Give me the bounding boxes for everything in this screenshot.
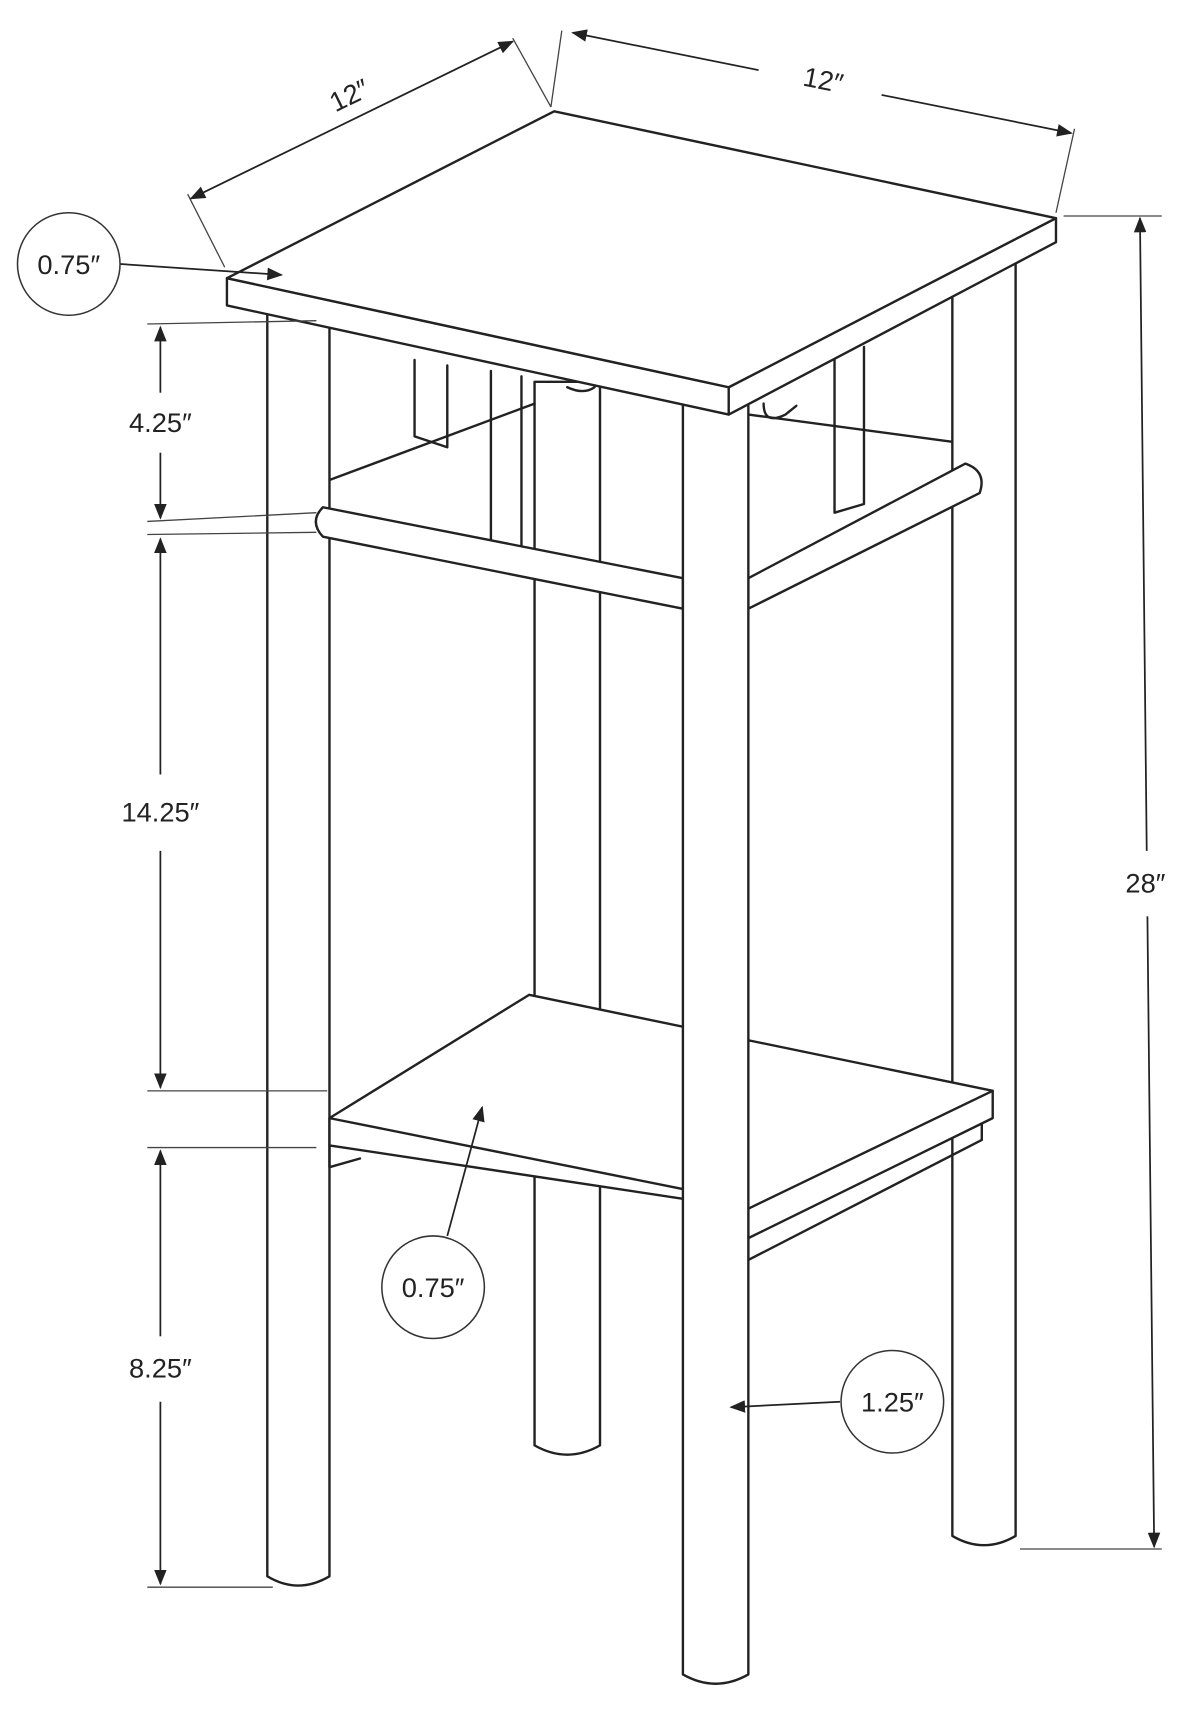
- top-thickness-label: 0.75″: [37, 249, 100, 280]
- shelf-thickness-label: 0.75″: [402, 1272, 465, 1303]
- front-leg: [681, 396, 750, 1685]
- width-label: 12″: [801, 61, 847, 99]
- total-height-label: 28″: [1125, 867, 1165, 898]
- right-leg: [951, 238, 1017, 1547]
- lower-gap-label: 8.25″: [129, 1353, 192, 1384]
- upper-rails: [314, 462, 983, 610]
- apron-height-label: 4.25″: [129, 407, 192, 438]
- back-leg: [533, 380, 602, 1456]
- leg-diameter-callout: 1.25″: [840, 1349, 945, 1454]
- lower-shelf: [328, 993, 994, 1262]
- left-leg: [266, 309, 331, 1587]
- top-thickness-callout: 0.75″: [16, 211, 121, 317]
- shelf-thickness-callout: 0.75″: [381, 1235, 486, 1340]
- leg-diameter-label: 1.25″: [861, 1387, 924, 1418]
- table-top: [225, 110, 1058, 416]
- middle-gap-label: 14.25″: [121, 796, 199, 827]
